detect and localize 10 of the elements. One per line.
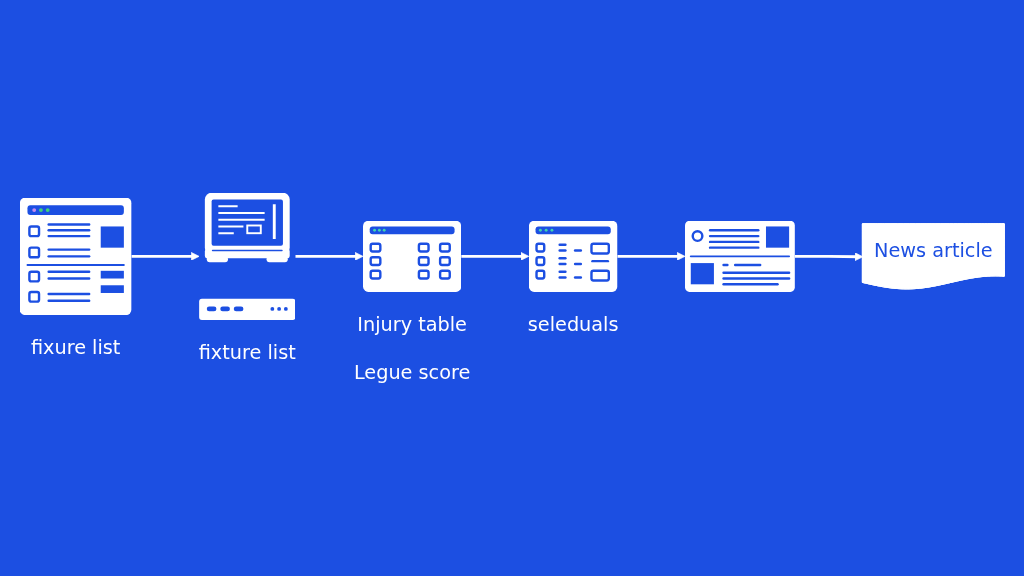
arrow bbox=[295, 252, 364, 261]
arrow bbox=[794, 252, 864, 262]
caption-text: fixure list bbox=[30, 336, 121, 360]
arrow bbox=[131, 252, 200, 261]
arrow bbox=[461, 252, 530, 261]
arrow bbox=[617, 252, 686, 261]
caption-text: fixture list bbox=[198, 340, 296, 364]
caption-text: seleduals bbox=[527, 312, 619, 336]
caption-text: Legue score bbox=[353, 361, 471, 385]
caption-text: Injury table bbox=[357, 312, 467, 336]
